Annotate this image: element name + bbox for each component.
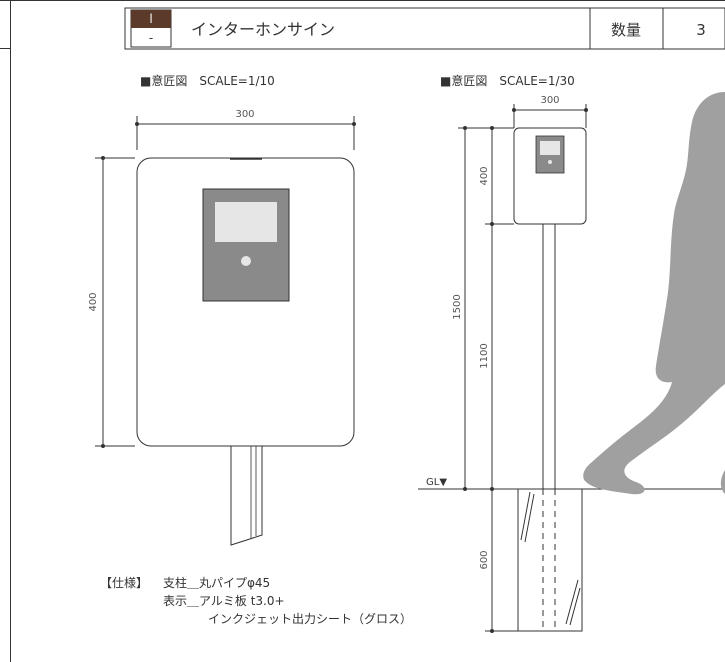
- right-width-label: 300: [540, 95, 559, 106]
- header-bar: l - インターホンサイン 数量 3: [124, 7, 725, 50]
- specs-heading: 【仕様】: [100, 576, 148, 590]
- left-width-label: 300: [235, 109, 254, 120]
- badge-top-text: l: [149, 12, 152, 26]
- left-intercom-panel: [202, 188, 290, 302]
- left-height-label: 400: [88, 292, 99, 311]
- sign-title: インターホンサイン: [191, 20, 335, 39]
- left-sign-board: [136, 157, 355, 447]
- specs-line-pole: 支柱＿丸パイプφ45: [163, 575, 270, 590]
- specs-line-display: 表示＿アルミ板 t3.0+: [163, 594, 285, 608]
- quantity-value: 3: [696, 21, 706, 39]
- sign-type-badge: l -: [130, 9, 172, 48]
- left-pole: [230, 445, 263, 546]
- right-foundation-label: 600: [479, 550, 490, 569]
- right-sign-height-label: 400: [479, 166, 490, 185]
- specifications: 【仕様】 支柱＿丸パイプφ45 表示＿アルミ板 t3.0+ インクジェット出力シ…: [100, 575, 412, 626]
- right-drawing-title: ■意匠図 SCALE=1/30: [440, 73, 575, 88]
- right-intercom-panel: [535, 135, 565, 174]
- left-drawing: ■意匠図 SCALE=1/10 300 400: [88, 73, 356, 546]
- left-height-dimension: [95, 156, 135, 448]
- right-width-dimension: [512, 104, 588, 128]
- person-silhouette: [583, 92, 725, 495]
- left-width-dimension: [135, 116, 356, 150]
- specs-line-print: インクジェット出力シート（グロス）: [208, 612, 412, 626]
- right-total-height-label: 1500: [452, 294, 463, 319]
- foundation-block: [517, 488, 583, 632]
- right-drawing: ■意匠図 SCALE=1/30 300 400 1500 1100: [418, 73, 725, 633]
- right-pole: [542, 223, 556, 490]
- right-pole-height-label: 1100: [479, 343, 490, 368]
- right-height-dimensions: [458, 126, 518, 633]
- quantity-label: 数量: [611, 21, 641, 39]
- badge-bottom-text: -: [149, 31, 153, 45]
- left-drawing-title: ■意匠図 SCALE=1/10: [140, 73, 275, 88]
- ground-label: GL▼: [426, 477, 447, 488]
- right-sign-board: [513, 127, 587, 225]
